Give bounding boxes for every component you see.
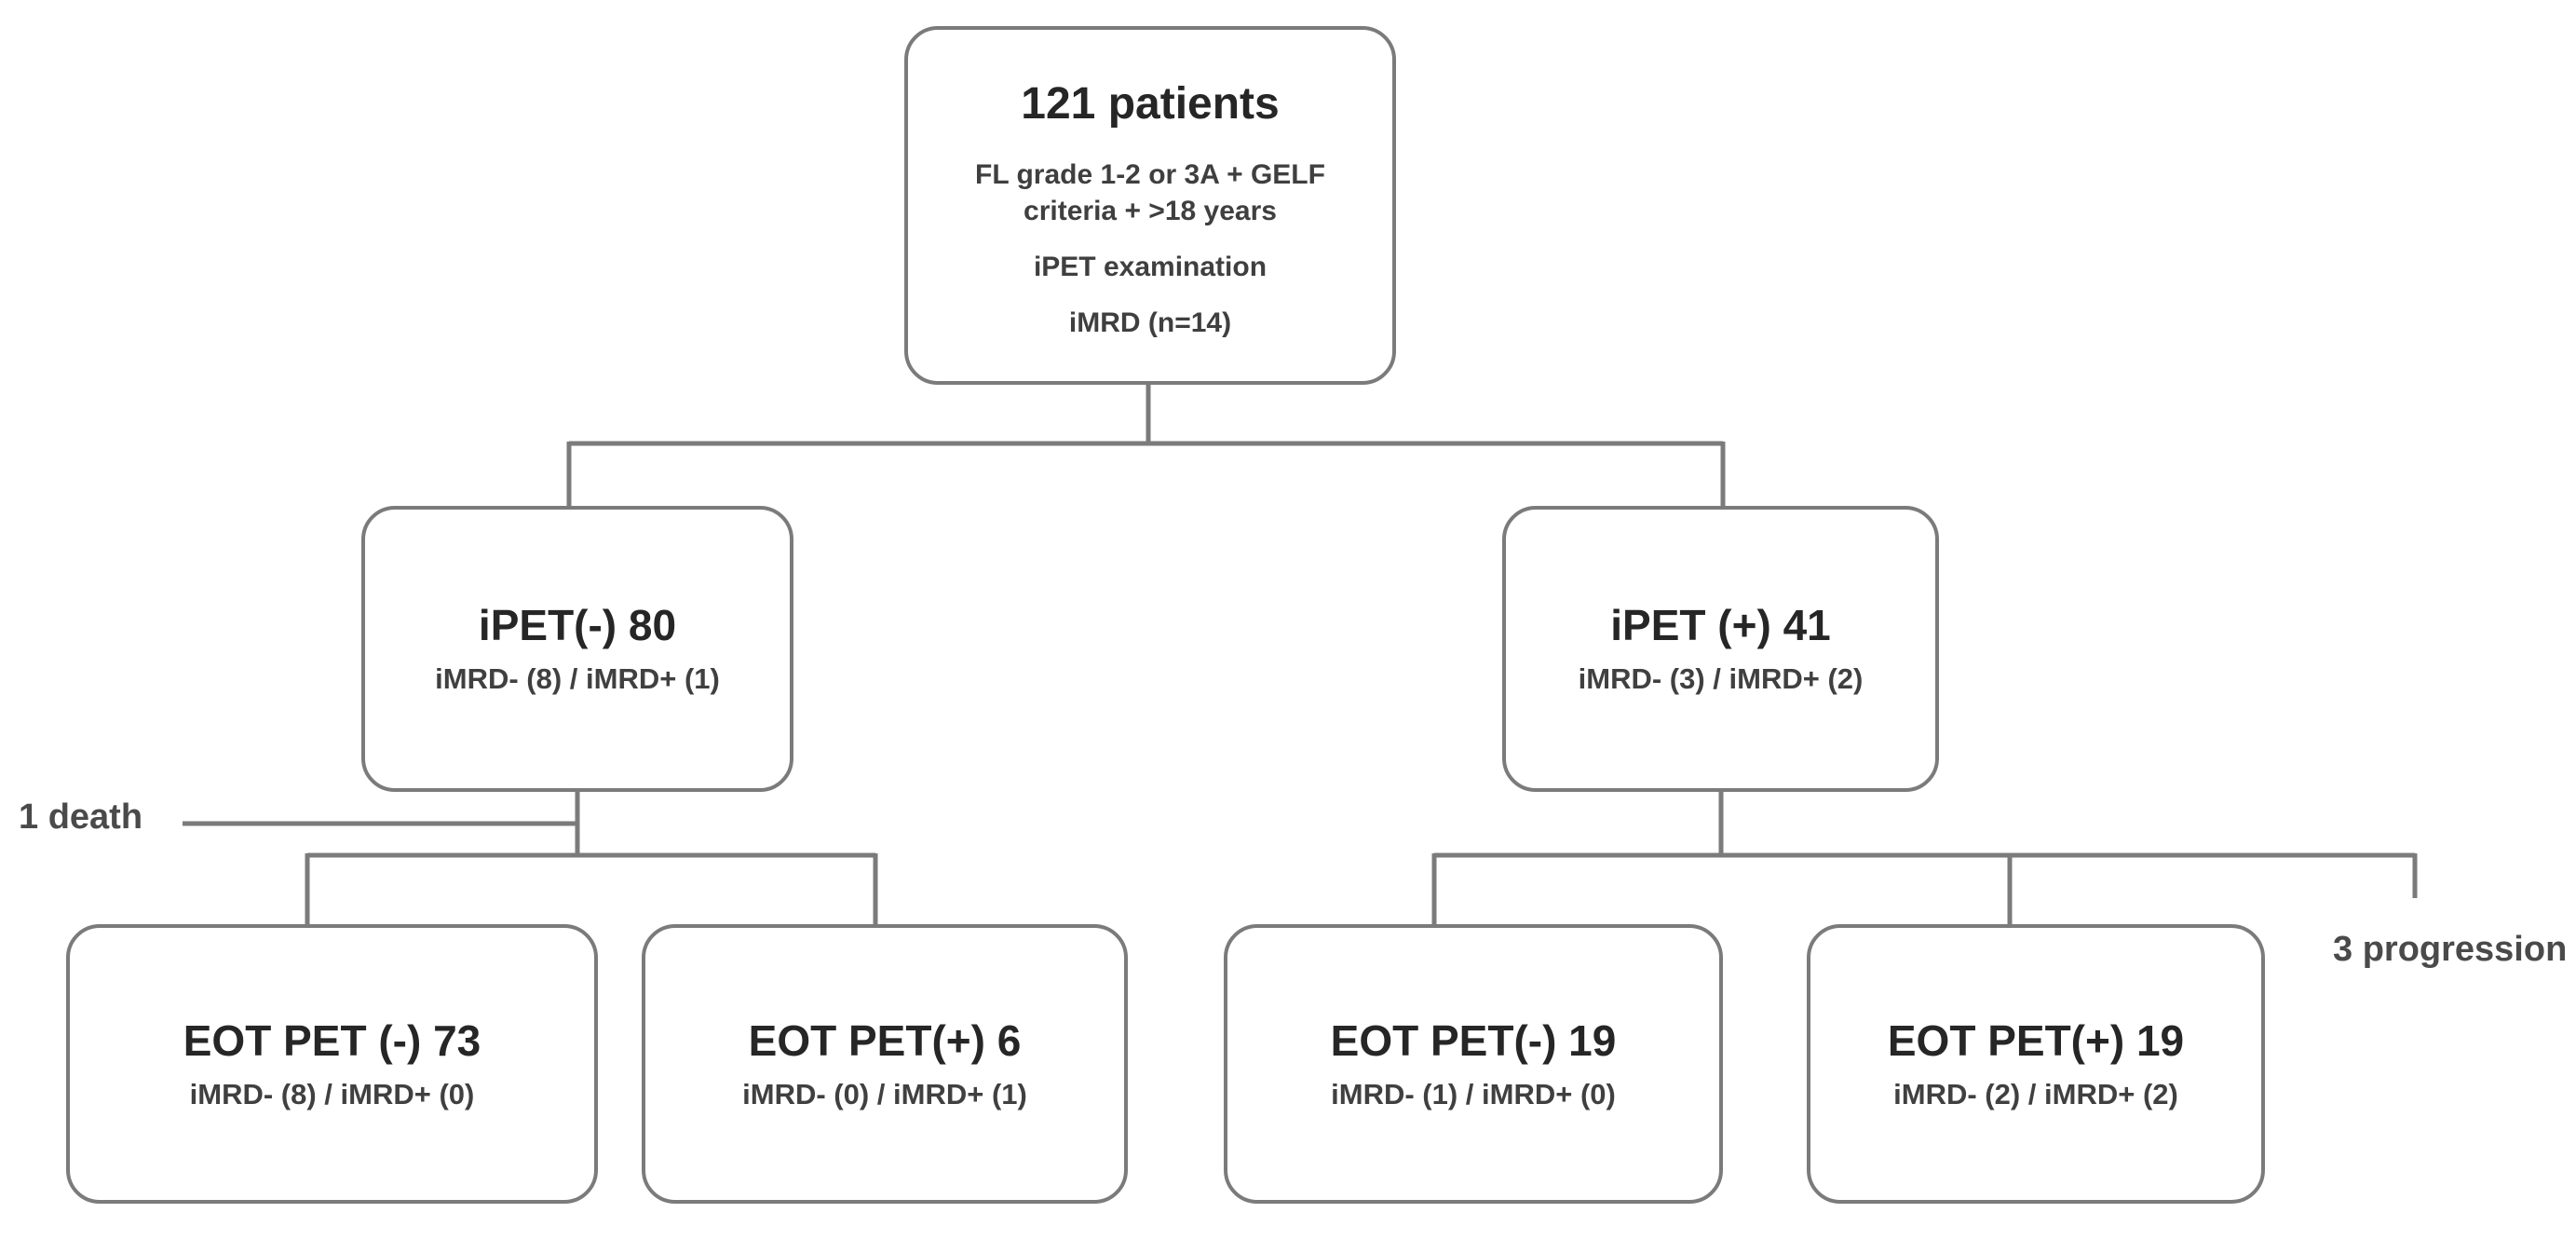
eot-pet-negative-right-subtitle: iMRD- (1) / iMRD+ (0)	[1331, 1077, 1616, 1111]
node-eot-pet-positive-left: EOT PET(+) 6 iMRD- (0) / iMRD+ (1)	[642, 924, 1128, 1204]
eot-pet-positive-left-subtitle: iMRD- (0) / iMRD+ (1)	[742, 1077, 1027, 1111]
eot-pet-positive-right-title: EOT PET(+) 19	[1887, 1015, 2185, 1065]
enrollment-imrd-count: iMRD (n=14)	[1068, 307, 1232, 339]
eot-pet-negative-left-title: EOT PET (-) 73	[183, 1015, 481, 1065]
eot-pet-positive-left-title: EOT PET(+) 6	[748, 1015, 1022, 1065]
eot-pet-positive-right-subtitle: iMRD- (2) / iMRD+ (2)	[1893, 1077, 2178, 1111]
node-ipet-negative: iPET(-) 80 iMRD- (8) / iMRD+ (1)	[361, 506, 793, 792]
node-eot-pet-positive-right: EOT PET(+) 19 iMRD- (2) / iMRD+ (2)	[1807, 924, 2265, 1204]
enrollment-ipet-exam: iPET examination	[1033, 251, 1268, 282]
eot-pet-negative-left-subtitle: iMRD- (8) / iMRD+ (0)	[189, 1077, 475, 1111]
node-eot-pet-negative-right: EOT PET(-) 19 iMRD- (1) / iMRD+ (0)	[1224, 924, 1723, 1204]
ipet-positive-subtitle: iMRD- (3) / iMRD+ (2)	[1578, 662, 1864, 696]
ipet-negative-subtitle: iMRD- (8) / iMRD+ (1)	[435, 662, 720, 696]
node-ipet-positive: iPET (+) 41 iMRD- (3) / iMRD+ (2)	[1502, 506, 1939, 792]
ipet-positive-title: iPET (+) 41	[1610, 601, 1831, 650]
enrollment-criteria: FL grade 1-2 or 3A + GELF criteria + >18…	[975, 159, 1325, 226]
node-eot-pet-negative-left: EOT PET (-) 73 iMRD- (8) / iMRD+ (0)	[66, 924, 598, 1204]
eot-pet-negative-right-title: EOT PET(-) 19	[1330, 1015, 1617, 1065]
ipet-negative-title: iPET(-) 80	[478, 601, 677, 650]
node-enrollment: 121 patients FL grade 1-2 or 3A + GELF c…	[904, 26, 1396, 385]
enrollment-title: 121 patients	[1021, 79, 1280, 129]
progression-annotation: 3 progression	[2333, 930, 2568, 969]
death-annotation: 1 death	[19, 797, 143, 837]
